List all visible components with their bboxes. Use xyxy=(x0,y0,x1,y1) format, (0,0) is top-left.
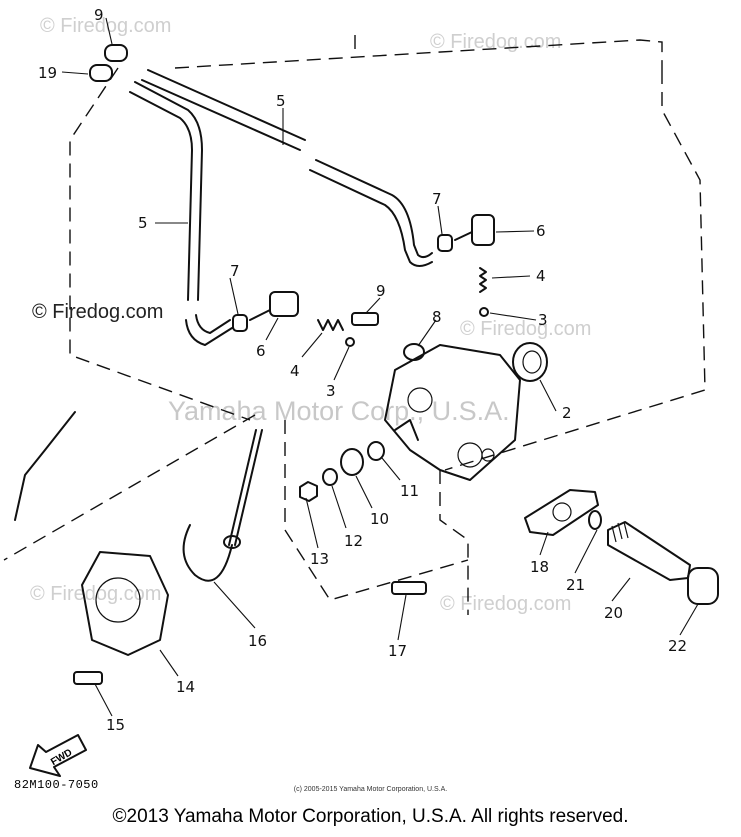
assembly-outline xyxy=(3,35,706,615)
callout-6-upper: 6 xyxy=(536,222,546,240)
watermark-firedog-3: © Firedog.com xyxy=(460,318,591,340)
watermarks: © Firedog.com © Firedog.com © Firedog.co… xyxy=(30,15,591,615)
washer-11 xyxy=(367,441,385,461)
oil-seal-8 xyxy=(403,343,425,361)
callout-20: 20 xyxy=(604,604,623,622)
cap-22 xyxy=(687,567,719,605)
cap-19 xyxy=(89,64,113,82)
callout-2: 2 xyxy=(562,404,572,422)
leader-lines xyxy=(61,17,699,717)
callout-15: 15 xyxy=(106,716,125,734)
callout-9-mid: 9 xyxy=(376,282,386,300)
callout-21: 21 xyxy=(566,576,585,594)
callout-4-right: 4 xyxy=(536,267,546,285)
callout-19: 19 xyxy=(38,64,57,82)
watermark-firedog-2: © Firedog.com xyxy=(430,31,561,53)
oil-pump xyxy=(384,342,548,481)
cover-14 xyxy=(73,551,169,685)
watermark-firedog-1: © Firedog.com xyxy=(40,15,171,37)
callout-5-left: 5 xyxy=(138,214,148,232)
callout-18: 18 xyxy=(530,558,549,576)
callouts: 9 19 5 5 7 6 4 3 7 9 8 6 4 3 2 11 10 12 … xyxy=(38,6,687,734)
gasket-18 xyxy=(524,489,599,536)
callout-3-right: 3 xyxy=(538,311,548,329)
fwd-label: FWD xyxy=(49,747,74,768)
watermark-firedog-5: © Firedog.com xyxy=(440,593,571,615)
oil-seal-2 xyxy=(512,342,548,382)
ball-3-left xyxy=(345,337,355,347)
cable-16 xyxy=(182,429,263,582)
fuel-hoses xyxy=(129,69,433,346)
elbow-6-upper xyxy=(471,214,495,246)
callout-4-left: 4 xyxy=(290,362,300,380)
caps xyxy=(89,44,128,82)
callout-9-top: 9 xyxy=(94,6,104,24)
watermark-firedog-dark: © Firedog.com xyxy=(32,301,163,323)
bolt-17 xyxy=(391,581,427,595)
left-cable xyxy=(14,411,76,521)
callout-6-lower: 6 xyxy=(256,342,266,360)
clip-7-lower xyxy=(232,314,248,332)
plate-10 xyxy=(340,448,364,476)
bolt-15 xyxy=(73,671,103,685)
washer-12 xyxy=(322,468,338,486)
small-copyright: (c) 2005-2015 Yamaha Motor Corporation, … xyxy=(293,786,448,793)
diagram-part-code: 82M100-7050 xyxy=(14,778,99,792)
fittings xyxy=(232,214,495,332)
watermark-firedog-4: © Firedog.com xyxy=(30,583,161,605)
callout-12: 12 xyxy=(344,532,363,550)
callout-7-upper: 7 xyxy=(432,190,442,208)
copyright-notice: ©2013 Yamaha Motor Corporation, U.S.A. A… xyxy=(112,806,629,827)
elbow-6-lower xyxy=(269,291,299,317)
callout-22: 22 xyxy=(668,637,687,655)
callout-8: 8 xyxy=(432,308,442,326)
forward-arrow: FWD xyxy=(29,734,87,777)
drive-parts xyxy=(524,489,719,605)
callout-11: 11 xyxy=(400,482,419,500)
cap-9 xyxy=(104,44,128,62)
callout-10: 10 xyxy=(370,510,389,528)
washers xyxy=(299,441,385,502)
callout-5-upper: 5 xyxy=(276,92,286,110)
ball-3-right xyxy=(479,307,489,317)
callout-17: 17 xyxy=(388,642,407,660)
nut-13 xyxy=(299,481,318,502)
small-parts xyxy=(317,267,489,347)
callout-3-left: 3 xyxy=(326,382,336,400)
callout-13: 13 xyxy=(310,550,329,568)
callout-7-lower: 7 xyxy=(230,262,240,280)
washer-21 xyxy=(588,510,602,530)
watermark-corporate: Yamaha Motor Corp., U.S.A. xyxy=(168,396,510,426)
screw-9 xyxy=(351,312,379,326)
callout-16: 16 xyxy=(248,632,267,650)
clip-7-upper xyxy=(437,234,453,252)
callout-14: 14 xyxy=(176,678,195,696)
